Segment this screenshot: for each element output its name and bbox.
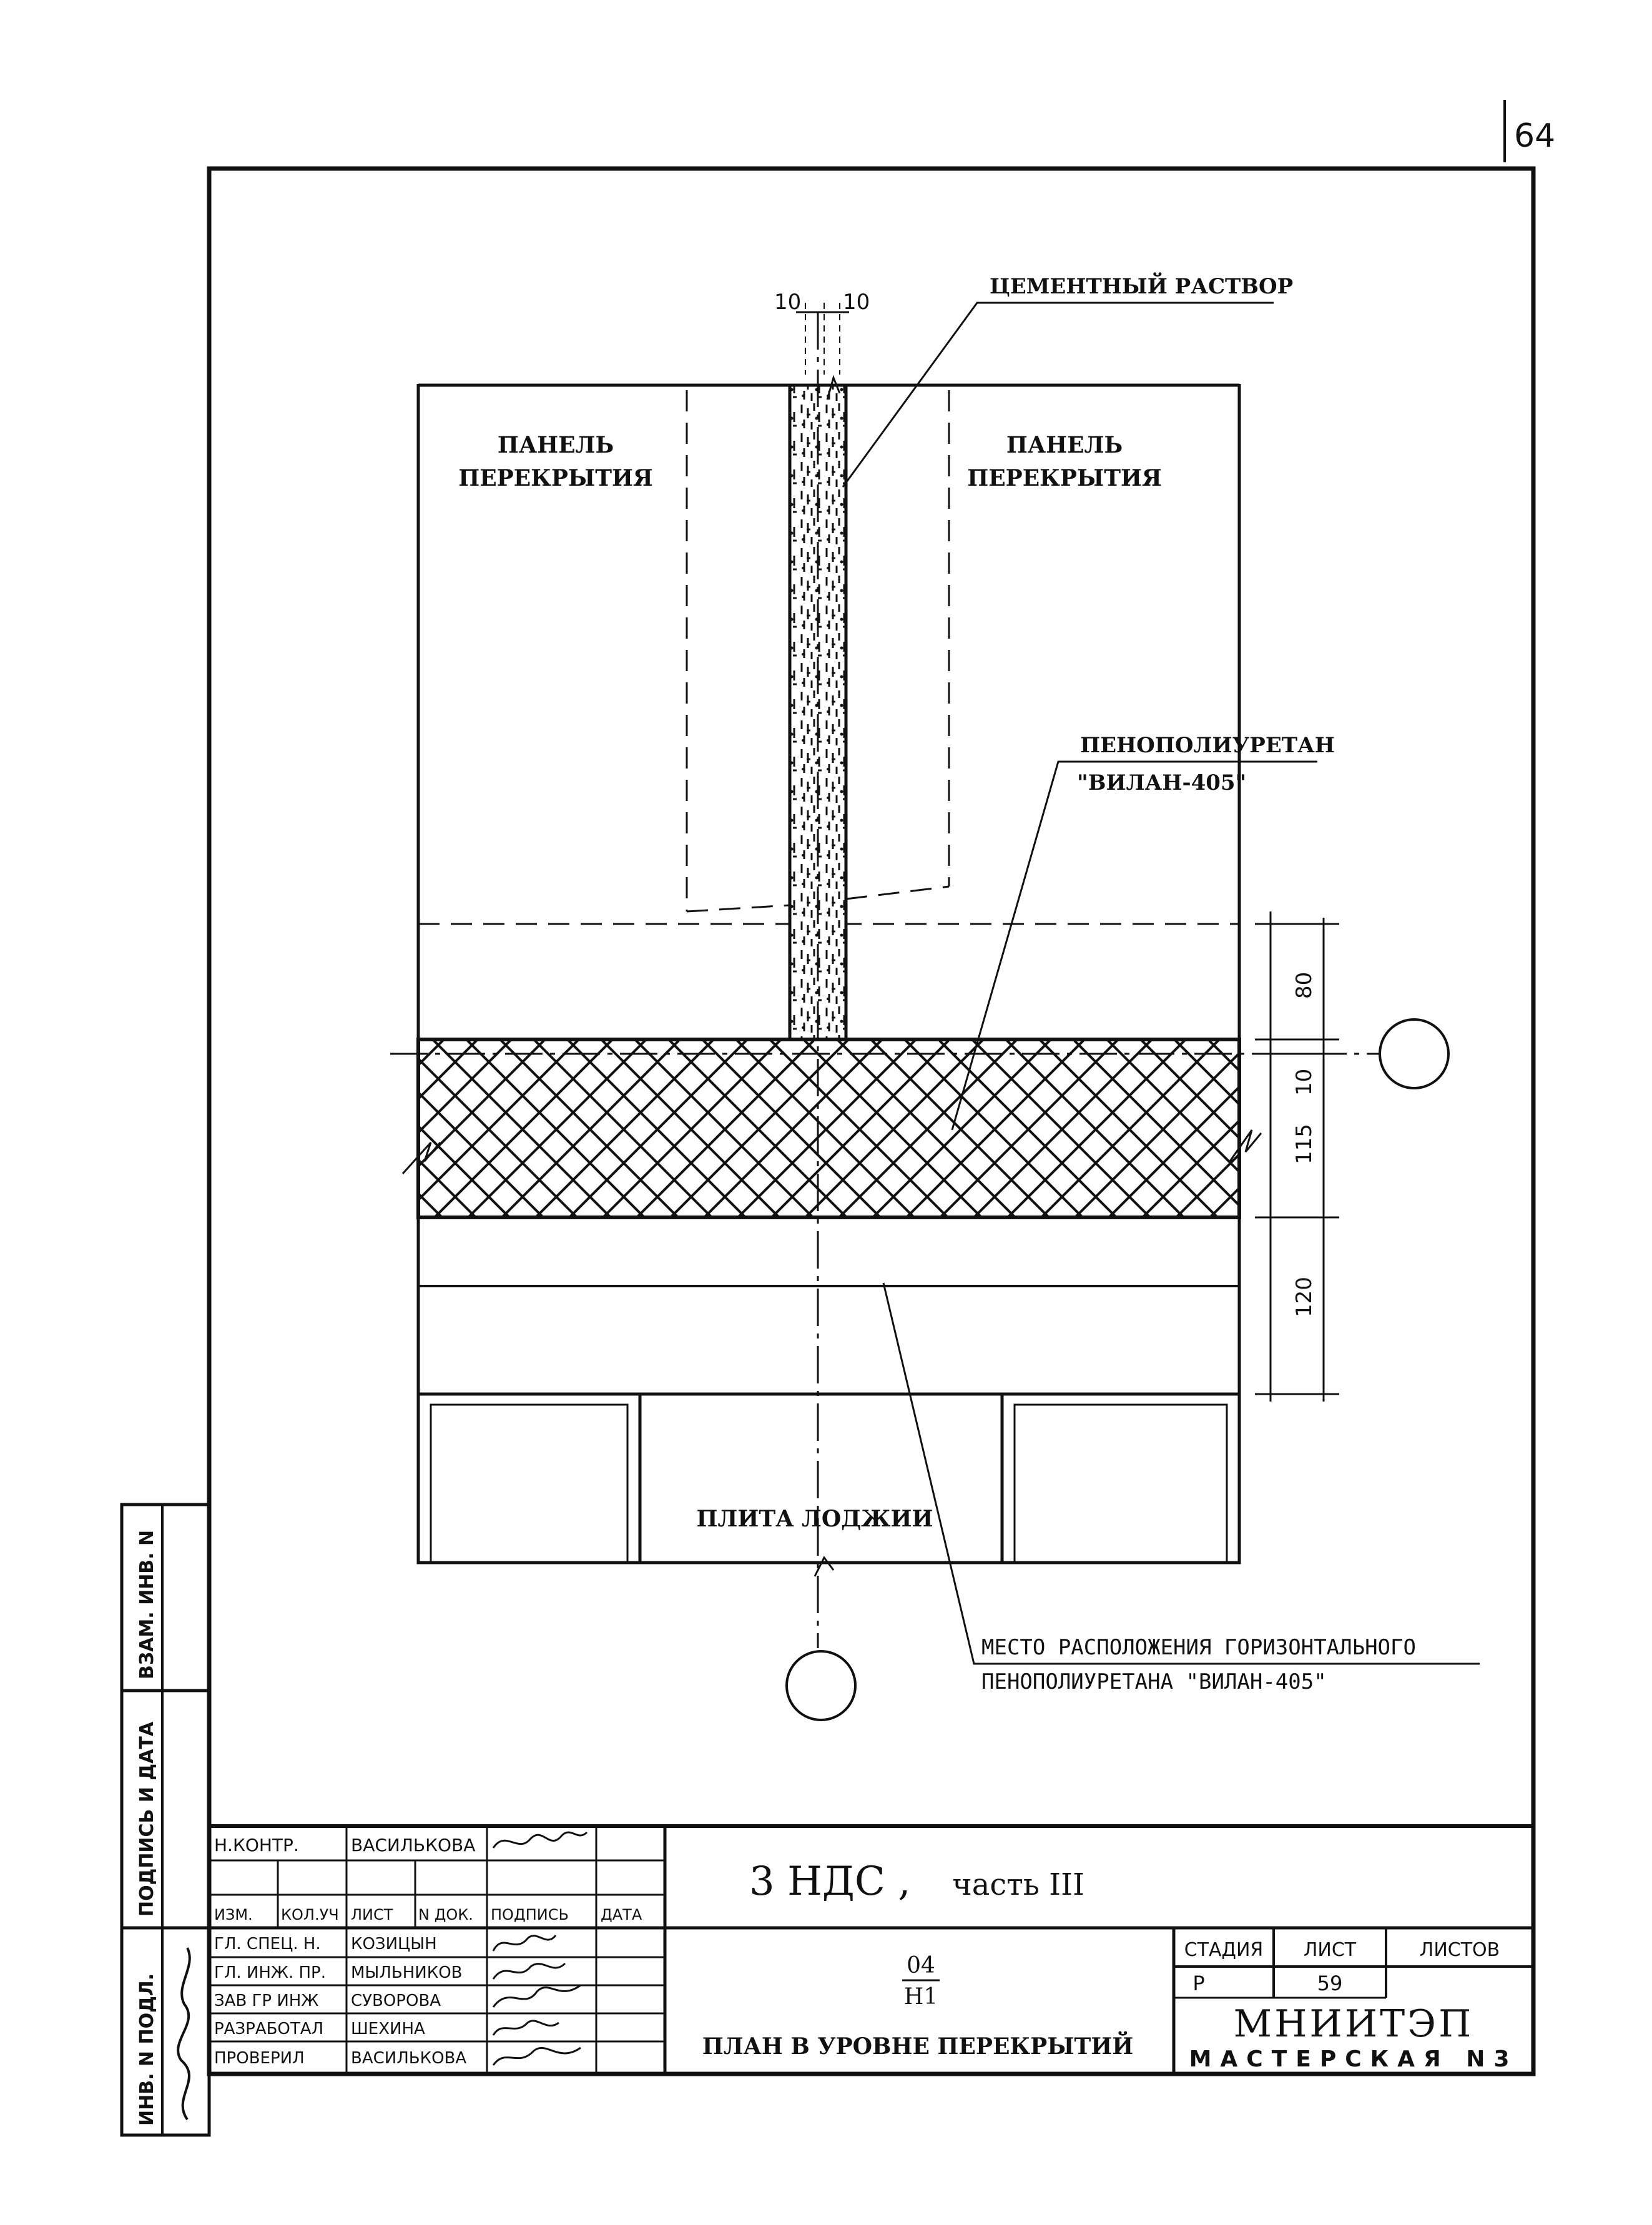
cement-mortar-joint [788,383,848,1041]
foam-insulation-band [416,1038,1241,1219]
n-kontr-name: ВАСИЛЬКОВА [351,1835,475,1855]
project-title: 3 НДС , [749,1859,911,1905]
name-0: КОЗИЦЫН [351,1935,437,1953]
dim-115: 115 [1292,1124,1317,1164]
leader-lines [842,302,1480,1665]
side-stamp-podpis: ПОДПИСЬ И ДАТА [136,1721,158,1917]
label-location-1: МЕСТО РАСПОЛОЖЕНИЯ ГОРИЗОНТАЛЬНОГО [981,1635,1416,1660]
n-kontr-role: Н.КОНТР. [214,1835,299,1855]
col-header-data: ДАТА [601,1906,642,1923]
column-headers: ИЗМ. КОЛ.УЧ ЛИСТ N ДОК. ПОДПИСЬ ДАТА [214,1906,642,1923]
project-part: часть III [952,1867,1084,1902]
role-2: ЗАВ ГР ИНЖ [214,1992,318,2010]
break-mark-bottom [814,1556,835,1577]
col-header-n-dok: N ДОК. [418,1906,473,1923]
side-stamp-inv-podl: ИНВ. N ПОДЛ. [136,1973,158,2126]
axis-marker-bottom [785,1650,857,1721]
signature-rows: ГЛ. СПЕЦ. Н. КОЗИЦЫН ГЛ. ИНЖ. ПР. МЫЛЬНИ… [214,1935,466,2068]
dim-80: 80 [1292,972,1317,999]
section-drawing: 10 10 [390,272,1480,1721]
stage-value: Р [1192,1972,1204,1995]
org-unit: МАСТЕРСКАЯ N3 [1189,2046,1518,2072]
title-block [209,1824,1533,2074]
col-header-podpis: ПОДПИСЬ [491,1906,569,1923]
sheet-code-top: 04 [907,1953,935,1978]
col-header-izm: ИЗМ. [214,1906,253,1923]
sheet-value: 59 [1317,1972,1343,1995]
role-4: ПРОВЕРИЛ [214,2049,305,2068]
break-mark-top [826,375,841,400]
top-dimension: 10 10 [774,290,870,375]
page-number: 64 [1514,117,1555,155]
role-0: ГЛ. СПЕЦ. Н. [214,1935,321,1953]
dim-120: 120 [1292,1277,1317,1317]
loggia-slab [416,1392,1241,1564]
org-name: МНИИТЭП [1234,2002,1474,2046]
side-stamp-vzam-inv: ВЗАМ. ИНВ. N [136,1530,158,1679]
label-panel-left-2: ПЕРЕКРЫТИЯ [458,465,653,491]
name-2: СУВОРОВА [351,1992,441,2010]
break-mark-left [401,1141,441,1175]
label-loggia-slab: ПЛИТА ЛОДЖИИ [697,1506,933,1532]
dim-10: 10 [1292,1069,1317,1096]
axis-marker-right [1379,1018,1450,1089]
label-panel-right-2: ПЕРЕКРЫТИЯ [967,465,1162,491]
outer-frame [207,166,1536,2076]
label-panel-left-1: ПАНЕЛЬ [498,432,614,458]
role-3: РАЗРАБОТАЛ [214,2020,323,2038]
dim-top-right: 10 [843,290,870,315]
role-1: ГЛ. ИНЖ. ПР. [214,1963,326,1982]
sheet-title: ПЛАН В УРОВНЕ ПЕРЕКРЫТИЙ [702,2031,1134,2060]
name-4: ВАСИЛЬКОВА [351,2049,466,2068]
side-stamp [120,1503,211,2137]
label-location-2: ПЕНОПОЛИУРЕТАНА "ВИЛАН-405" [981,1669,1327,1694]
col-header-kol-uch: КОЛ.УЧ [281,1906,339,1923]
dimension-chain [1255,911,1339,1402]
col-header-list: ЛИСТ [351,1906,393,1923]
name-3: ШЕХИНА [351,2020,425,2038]
sheet-header: ЛИСТ [1304,1939,1357,1961]
label-cement-mortar: ЦЕМЕНТНЫЙ РАСТВОР [990,272,1293,299]
label-panel-right-1: ПАНЕЛЬ [1006,432,1123,458]
dim-top-left: 10 [774,290,801,315]
name-1: МЫЛЬНИКОВ [351,1963,463,1982]
sheet-code-bottom: Н1 [904,1984,938,2010]
sheets-header: ЛИСТОВ [1420,1939,1500,1961]
stage-header: СТАДИЯ [1184,1939,1264,1961]
label-foam-1: ПЕНОПОЛИУРЕТАН [1080,733,1335,758]
label-foam-2: "ВИЛАН-405" [1077,770,1246,795]
side-stamp-signature [177,1947,191,2121]
break-mark-right [1229,1129,1262,1162]
handwritten-signatures [492,1831,588,2066]
